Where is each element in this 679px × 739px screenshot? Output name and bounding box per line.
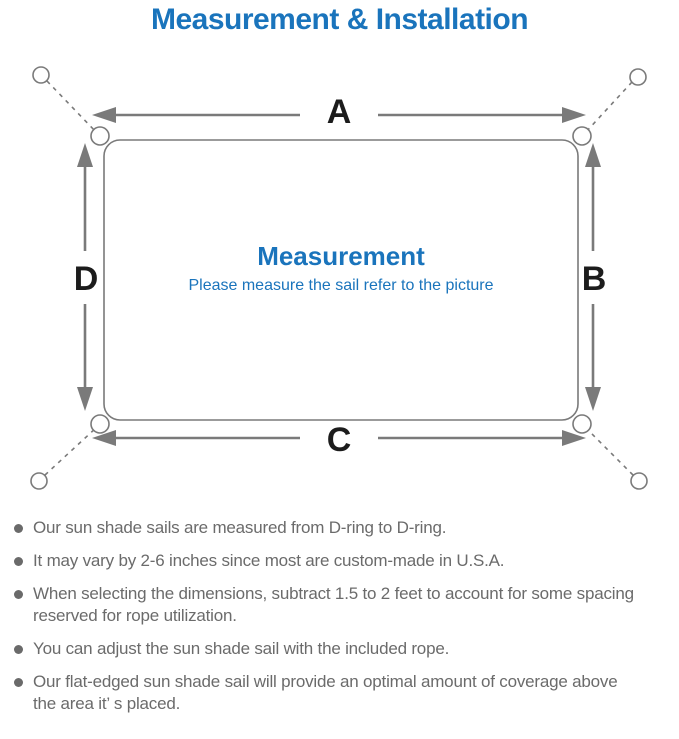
dimension-label-d: D: [74, 260, 99, 298]
d-ring-bottom-right: [572, 414, 592, 434]
arrow-a-head-right: [562, 107, 586, 123]
d-ring-bottom-left: [90, 414, 110, 434]
bullet-icon: [14, 557, 23, 566]
arrow-c-head-left: [92, 430, 116, 446]
note-text: You can adjust the sun shade sail with t…: [33, 639, 450, 658]
d-ring-top-left: [90, 126, 110, 146]
arrow-a-head-left: [92, 107, 116, 123]
center-heading: Measurement: [257, 241, 425, 271]
diagram-canvas: A B C D Measurement Please measure the s…: [30, 66, 648, 490]
note-text: It may vary by 2-6 inches since most are…: [33, 551, 505, 570]
bullet-icon: [14, 678, 23, 687]
anchor-circle-top-left: [32, 66, 50, 84]
rope-dashed-bottom-right: [584, 426, 634, 476]
arrow-b-head-up: [585, 143, 601, 167]
anchor-circle-bottom-right: [630, 472, 648, 490]
arrow-d-head-up: [77, 143, 93, 167]
bullet-icon: [14, 645, 23, 654]
anchor-circle-top-right: [629, 68, 647, 86]
list-item: You can adjust the sun shade sail with t…: [14, 638, 671, 660]
bullet-icon: [14, 590, 23, 599]
center-subheading: Please measure the sail refer to the pic…: [188, 277, 493, 294]
note-text: When selecting the dimensions, subtract …: [33, 584, 634, 625]
rope-dashed-top-right: [584, 81, 633, 134]
list-item: It may vary by 2-6 inches since most are…: [14, 550, 671, 572]
header: Measurement & Installation: [0, 0, 679, 48]
note-text: Our flat-edged sun shade sail will provi…: [33, 672, 618, 713]
dimension-label-b: B: [582, 260, 607, 298]
dimension-label-c: C: [327, 421, 352, 459]
notes-list: Our sun shade sails are measured from D-…: [0, 505, 679, 715]
measurement-diagram: A B C D Measurement Please measure the s…: [0, 48, 679, 505]
rope-dashed-bottom-left: [44, 426, 98, 476]
list-item: Our flat-edged sun shade sail will provi…: [14, 671, 671, 715]
bullet-icon: [14, 524, 23, 533]
rope-dashed-top-left: [46, 80, 98, 134]
list-item: Our sun shade sails are measured from D-…: [14, 517, 671, 539]
arrow-b-head-down: [585, 387, 601, 411]
sail-outline: [103, 139, 579, 421]
anchor-circle-bottom-left: [30, 472, 48, 490]
dimension-label-a: A: [327, 93, 352, 131]
page-title: Measurement & Installation: [150, 3, 529, 36]
d-ring-top-right: [572, 126, 592, 146]
arrow-d-head-down: [77, 387, 93, 411]
list-item: When selecting the dimensions, subtract …: [14, 583, 671, 627]
note-text: Our sun shade sails are measured from D-…: [33, 518, 447, 537]
arrow-c-head-right: [562, 430, 586, 446]
